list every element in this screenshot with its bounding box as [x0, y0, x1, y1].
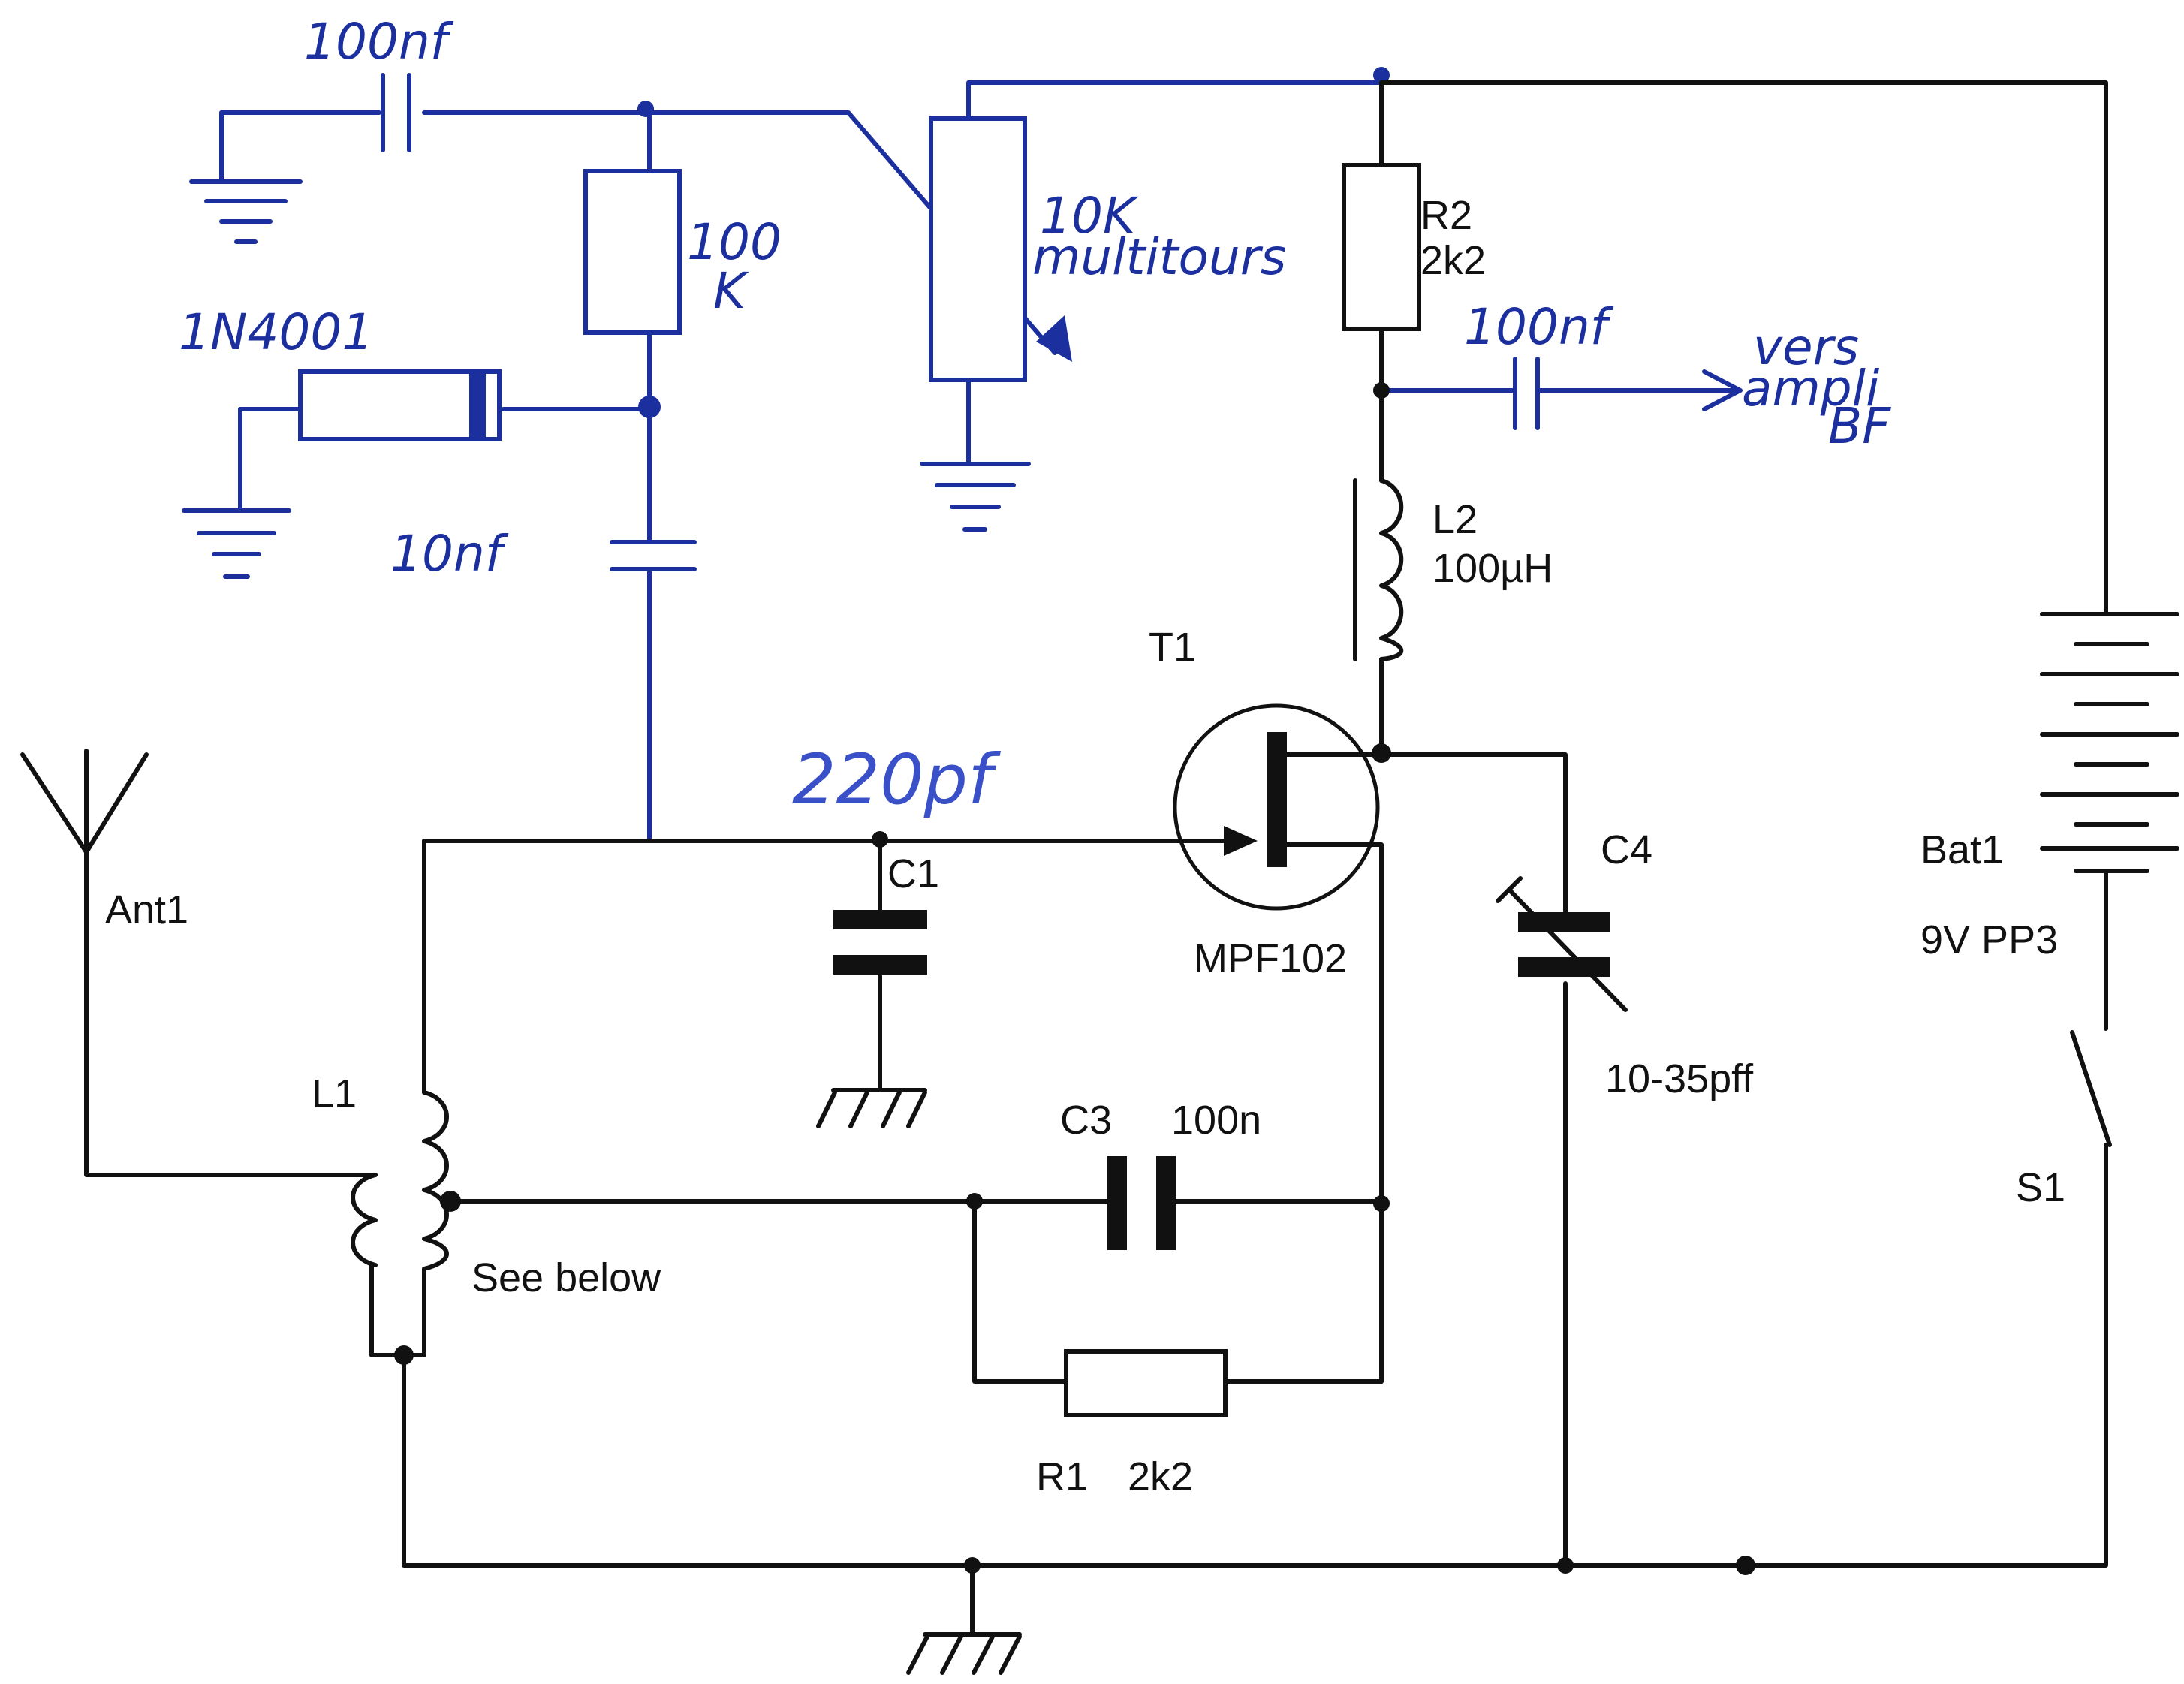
label-resistor-100k-line2: K	[713, 262, 749, 320]
antenna-ant1	[20, 749, 149, 854]
label-pot-line1: 10K	[1040, 187, 1139, 245]
fet-t1	[1173, 703, 1380, 911]
resistor-100k	[583, 169, 682, 335]
battery-bat1	[2040, 612, 2179, 873]
label-cap-10nf: 10nf	[390, 525, 509, 583]
label-cap-out: 100nf	[1464, 298, 1614, 356]
junction-dot	[394, 1345, 414, 1365]
junction-dot	[1736, 1556, 1755, 1575]
label-c3-value: 100n	[1171, 1098, 1261, 1143]
label-l1-name: L1	[312, 1071, 357, 1116]
junction-dot	[638, 396, 661, 418]
inductor-l1	[351, 1090, 449, 1271]
label-resistor-100k-line1: 100	[687, 213, 782, 271]
label-l1-note: See below	[471, 1255, 661, 1300]
potentiometer-10k	[929, 116, 1072, 382]
label-s1-name: S1	[2016, 1165, 2065, 1210]
junction-dot	[1373, 67, 1390, 83]
label-t1-name: T1	[1149, 625, 1196, 670]
junction-dot	[1557, 1557, 1574, 1574]
ground-symbol-main	[906, 1632, 1022, 1675]
label-r1-name: R1	[1036, 1454, 1088, 1499]
label-pot-line2: multitours	[1032, 228, 1286, 286]
label-l2-name: L2	[1432, 497, 1478, 542]
ground-symbol-c1	[816, 1088, 927, 1128]
label-c4-name: C4	[1601, 827, 1652, 872]
junction-dot	[964, 1557, 981, 1574]
label-c4-value: 10-35pff	[1605, 1056, 1754, 1101]
junction-dot	[1372, 743, 1391, 763]
label-c1-name: C1	[887, 851, 939, 896]
capacitor-100nf-output	[1513, 357, 1540, 430]
label-pot: 10K multitours	[1032, 187, 1286, 286]
labels: 100nf 100 K 10K multitours 1N4001 10nf 2…	[105, 13, 2065, 1499]
label-ant-name: Ant1	[105, 887, 188, 932]
junction-dot	[1373, 382, 1390, 399]
label-l2-value: 100µH	[1432, 546, 1553, 591]
label-bat-name: Bat1	[1920, 827, 2004, 872]
label-r2-value: 2k2	[1420, 238, 1486, 283]
junction-dots	[394, 382, 1755, 1575]
label-r1-value: 2k2	[1128, 1454, 1193, 1499]
label-bat-value: 9V PP3	[1920, 917, 2058, 963]
capacitor-100nf-top	[381, 73, 411, 152]
label-output: vers ampli BF	[1742, 318, 1895, 455]
resistor-r2	[1342, 163, 1421, 331]
label-resistor-100k: 100 K	[687, 213, 797, 320]
label-cap-220pf: 220pf	[792, 740, 1001, 820]
label-output-line2: ampli	[1742, 360, 1880, 417]
label-r2-name: R2	[1420, 193, 1472, 238]
label-c3-name: C3	[1060, 1098, 1112, 1143]
ground-symbol-diode	[182, 508, 291, 579]
junction-dot	[637, 101, 654, 117]
junction-dot	[1373, 1195, 1390, 1212]
resistor-r1	[1064, 1349, 1228, 1417]
label-output-line1: vers	[1753, 318, 1859, 376]
blue-wiring	[219, 80, 1743, 843]
switch-s1	[2070, 1030, 2112, 1147]
capacitor-c1	[833, 910, 927, 975]
junction-dot	[966, 1193, 983, 1210]
inductor-l2	[1379, 478, 1404, 661]
diode-1n4001	[298, 369, 502, 441]
ground-symbol-top	[189, 179, 303, 244]
label-cap-top: 100nf	[304, 13, 454, 71]
junction-dot	[872, 831, 888, 848]
ground-symbol-pot	[920, 462, 1031, 532]
label-diode: 1N4001	[179, 303, 373, 361]
capacitor-10nf	[610, 540, 697, 571]
junction-dot	[440, 1191, 461, 1212]
capacitor-c4-trimmer	[1496, 876, 1628, 1012]
label-t1-part: MPF102	[1194, 936, 1347, 981]
label-output-line3: BF	[1828, 397, 1891, 455]
capacitor-c3	[1107, 1156, 1176, 1250]
